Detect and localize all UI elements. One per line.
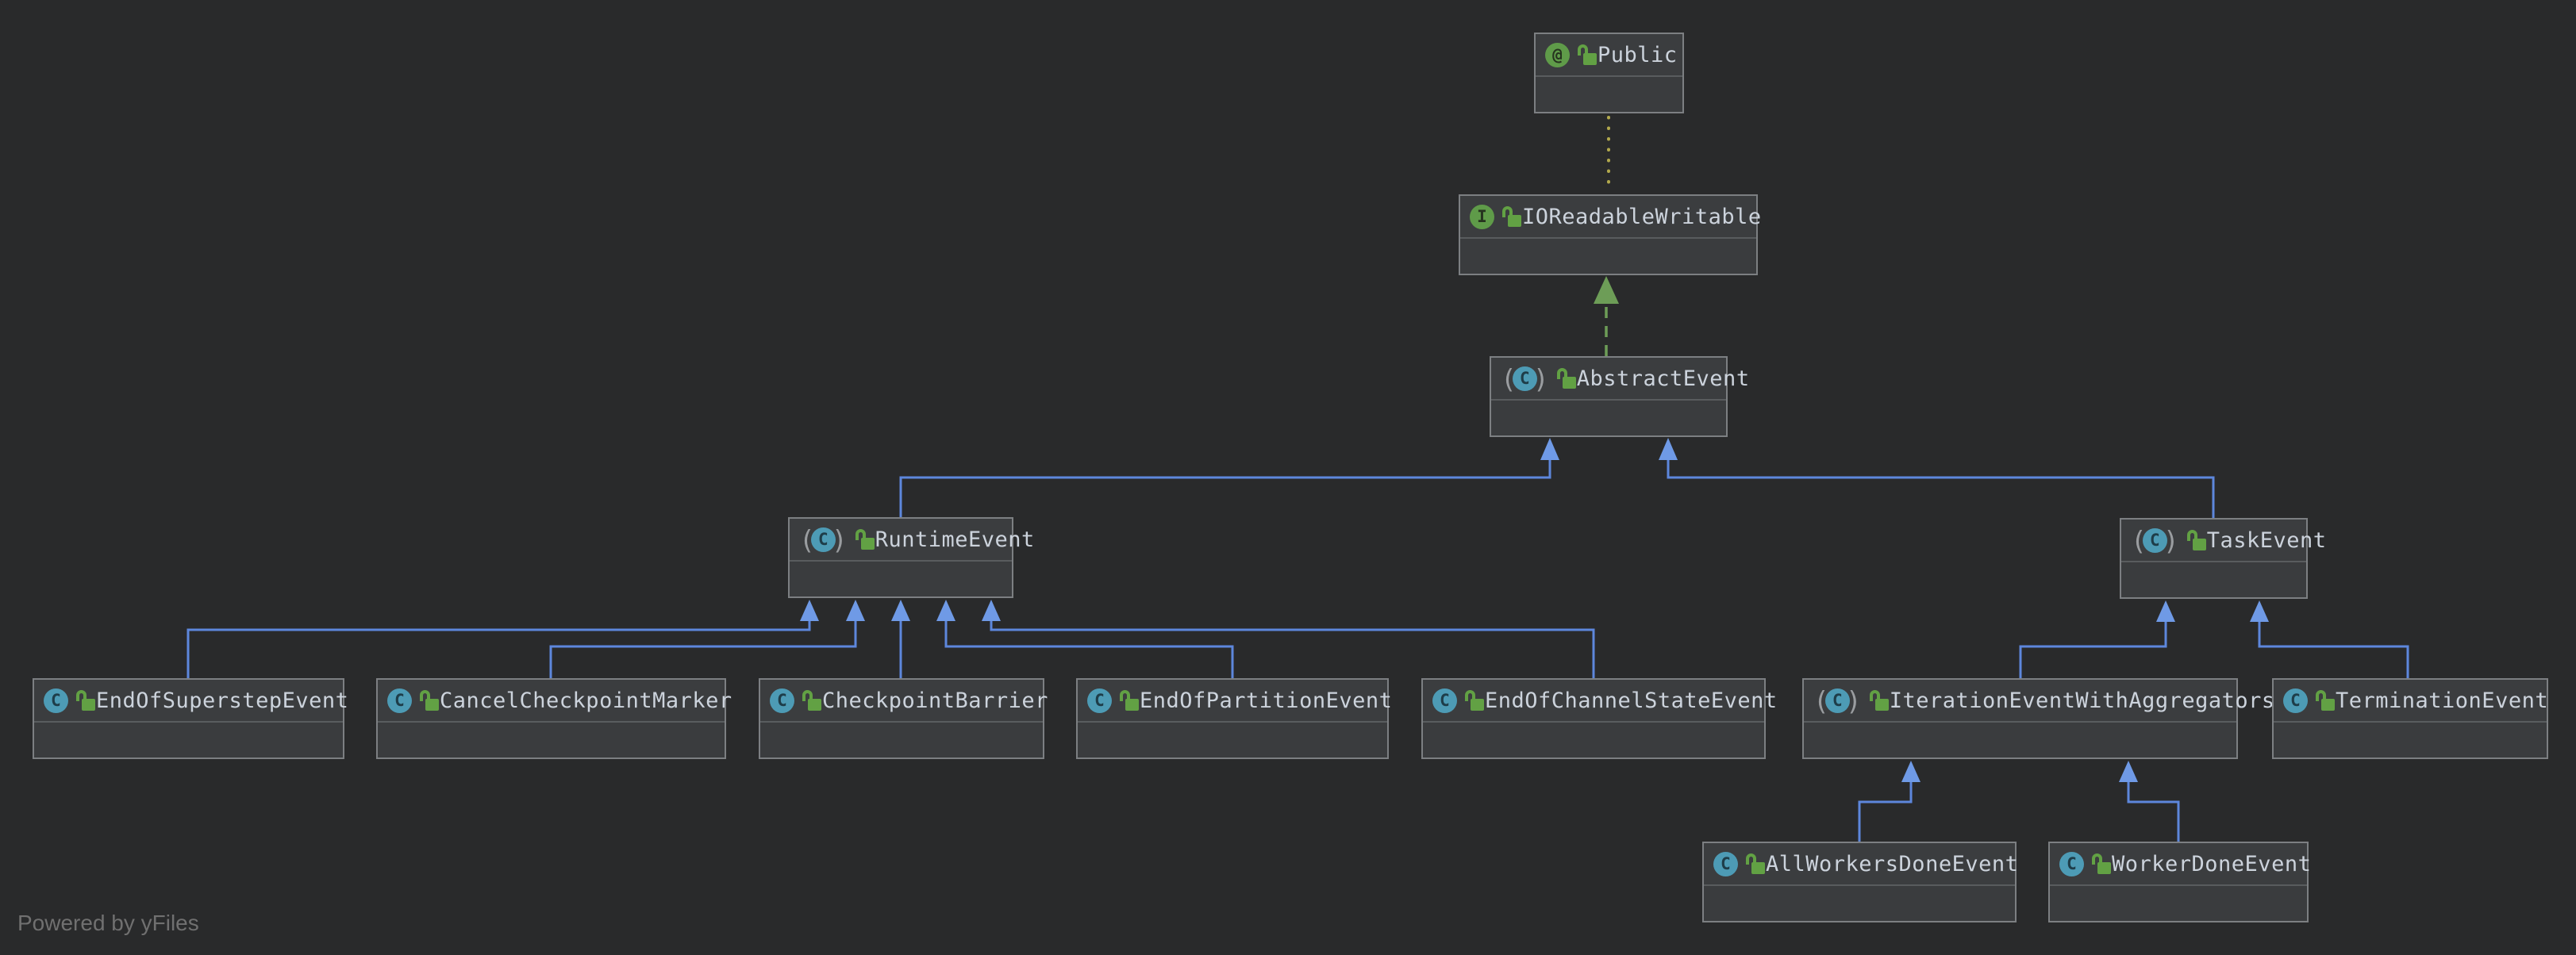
class-icon: C: [770, 688, 794, 713]
unlocked-icon: [1556, 367, 1577, 389]
class-node-allworkersdoneevent[interactable]: C AllWorkersDoneEvent: [1702, 842, 2019, 922]
class-node-taskevent[interactable]: C TaskEvent: [2120, 518, 2326, 599]
class-node-checkpointbarrier[interactable]: C CheckpointBarrier: [759, 678, 1048, 759]
node-header: C TaskEvent: [2121, 520, 2326, 562]
edge-terminationevent-taskevent-extends: [2250, 600, 2409, 678]
class-name-label: EndOfPartitionEvent: [1140, 688, 1393, 713]
node-members-section: [1491, 401, 1726, 435]
unlocked-icon: [855, 528, 875, 550]
node-members-section: [760, 723, 1043, 757]
edge-abstractevent-ioreadablewritable-implements: [1594, 276, 1619, 356]
node-header: C CheckpointBarrier: [760, 680, 1048, 723]
unlocked-icon: [1746, 853, 1766, 875]
unlocked-icon: [2316, 689, 2336, 711]
class-name-label: Public: [1598, 42, 1678, 67]
class-name-label: CancelCheckpointMarker: [440, 688, 732, 713]
class-icon: C: [1087, 688, 1112, 713]
edge-checkpointbarrier-runtimeevent-extends: [891, 600, 910, 678]
class-icon: C: [2059, 851, 2084, 876]
edge-runtimeevent-abstractevent-extends: [899, 438, 1559, 517]
node-members-section: [1536, 77, 1682, 112]
node-header: C WorkerDoneEvent: [2050, 843, 2311, 886]
unlocked-icon: [76, 689, 96, 711]
class-icon: C: [44, 688, 68, 713]
node-header: C AbstractEvent: [1491, 358, 1749, 401]
class-node-cancelcheckpointmarker[interactable]: C CancelCheckpointMarker: [376, 678, 732, 759]
powered-by-yfiles-label: Powered by yFiles: [17, 911, 199, 935]
unlocked-icon: [1120, 689, 1140, 711]
class-icon: C: [1432, 688, 1457, 713]
class-name-label: IOReadableWritable: [1522, 204, 1762, 229]
class-node-endofchannelstateevent[interactable]: C EndOfChannelStateEvent: [1421, 678, 1777, 759]
class-name-label: RuntimeEvent: [875, 527, 1035, 552]
class-name-label: CheckpointBarrier: [822, 688, 1048, 713]
unlocked-icon: [1869, 689, 1890, 711]
class-name-label: IterationEventWithAggregators: [1889, 688, 2275, 713]
class-node-terminationevent[interactable]: C TerminationEvent: [2272, 678, 2548, 759]
class-name-label: TerminationEvent: [2336, 688, 2549, 713]
node-members-section: [1423, 723, 1764, 757]
edge-cancelcheckpointmarker-runtimeevent-extends: [549, 600, 865, 678]
unlocked-icon: [1578, 44, 1598, 66]
class-name-label: TaskEvent: [2206, 527, 2327, 553]
unlocked-icon: [2186, 529, 2207, 551]
node-members-section: [1804, 723, 2236, 757]
node-members-section: [790, 562, 1012, 596]
interface-icon: I: [1470, 204, 1494, 229]
class-node-iterationeventwithaggregators[interactable]: C IterationEventWithAggregators: [1802, 678, 2274, 759]
node-header: C AllWorkersDoneEvent: [1704, 843, 2019, 886]
edge-endofsuperstepevent-runtimeevent-extends: [186, 600, 819, 678]
edge-endofpartitionevent-runtimeevent-extends: [936, 600, 1234, 678]
unlocked-icon: [802, 689, 822, 711]
abstract-class-icon: C: [2131, 525, 2179, 556]
node-header: @ Public: [1536, 34, 1682, 77]
edge-iterationeventwithaggregators-taskevent-extends: [2019, 600, 2175, 678]
class-node-public[interactable]: @ Public: [1534, 33, 1684, 113]
class-node-abstractevent[interactable]: C AbstractEvent: [1490, 356, 1749, 437]
node-header: C EndOfPartitionEvent: [1078, 680, 1392, 723]
class-name-label: AllWorkersDoneEvent: [1766, 851, 2019, 876]
node-members-section: [2121, 562, 2306, 597]
class-node-runtimeevent[interactable]: C RuntimeEvent: [788, 517, 1034, 598]
abstract-class-icon: C: [799, 524, 848, 555]
class-name-label: EndOfChannelStateEvent: [1485, 688, 1778, 713]
node-header: C CancelCheckpointMarker: [378, 680, 732, 723]
node-members-section: [378, 723, 725, 757]
class-node-endofpartitionevent[interactable]: C EndOfPartitionEvent: [1076, 678, 1392, 759]
class-name-label: AbstractEvent: [1576, 366, 1750, 391]
node-header: I IOReadableWritable: [1460, 196, 1761, 239]
abstract-class-icon: C: [1501, 363, 1549, 394]
edge-endofchannelstateevent-runtimeevent-extends: [982, 600, 1595, 678]
node-members-section: [1460, 239, 1756, 274]
edge-allworkersdoneevent-iterationeventwithaggregators-extends: [1858, 761, 1920, 842]
node-members-section: [34, 723, 343, 757]
annotation-icon: @: [1545, 42, 1570, 67]
node-members-section: [1704, 886, 2015, 921]
edge-workerdoneevent-iterationeventwithaggregators-extends: [2119, 761, 2180, 842]
class-icon: C: [1713, 851, 1738, 876]
class-name-label: WorkerDoneEvent: [2112, 851, 2312, 876]
node-header: C EndOfSuperstepEvent: [34, 680, 348, 723]
node-header: C RuntimeEvent: [790, 519, 1034, 562]
node-members-section: [2274, 723, 2547, 757]
node-header: C TerminationEvent: [2274, 680, 2549, 723]
class-icon: C: [387, 688, 412, 713]
edge-taskevent-abstractevent-extends: [1659, 438, 2215, 518]
abstract-class-icon: C: [1813, 685, 1862, 716]
unlocked-icon: [1502, 205, 1522, 228]
class-node-endofsuperstepevent[interactable]: C EndOfSuperstepEvent: [33, 678, 348, 759]
node-header: C EndOfChannelStateEvent: [1423, 680, 1777, 723]
node-members-section: [2050, 886, 2307, 921]
class-icon: C: [2283, 688, 2308, 713]
unlocked-icon: [2092, 853, 2112, 875]
node-members-section: [1078, 723, 1387, 757]
unlocked-icon: [420, 689, 440, 711]
class-node-ioreadablewritable[interactable]: I IOReadableWritable: [1459, 194, 1761, 275]
node-header: C IterationEventWithAggregators: [1804, 680, 2274, 723]
class-node-workerdoneevent[interactable]: C WorkerDoneEvent: [2048, 842, 2311, 922]
unlocked-icon: [1465, 689, 1485, 711]
class-name-label: EndOfSuperstepEvent: [96, 688, 349, 713]
